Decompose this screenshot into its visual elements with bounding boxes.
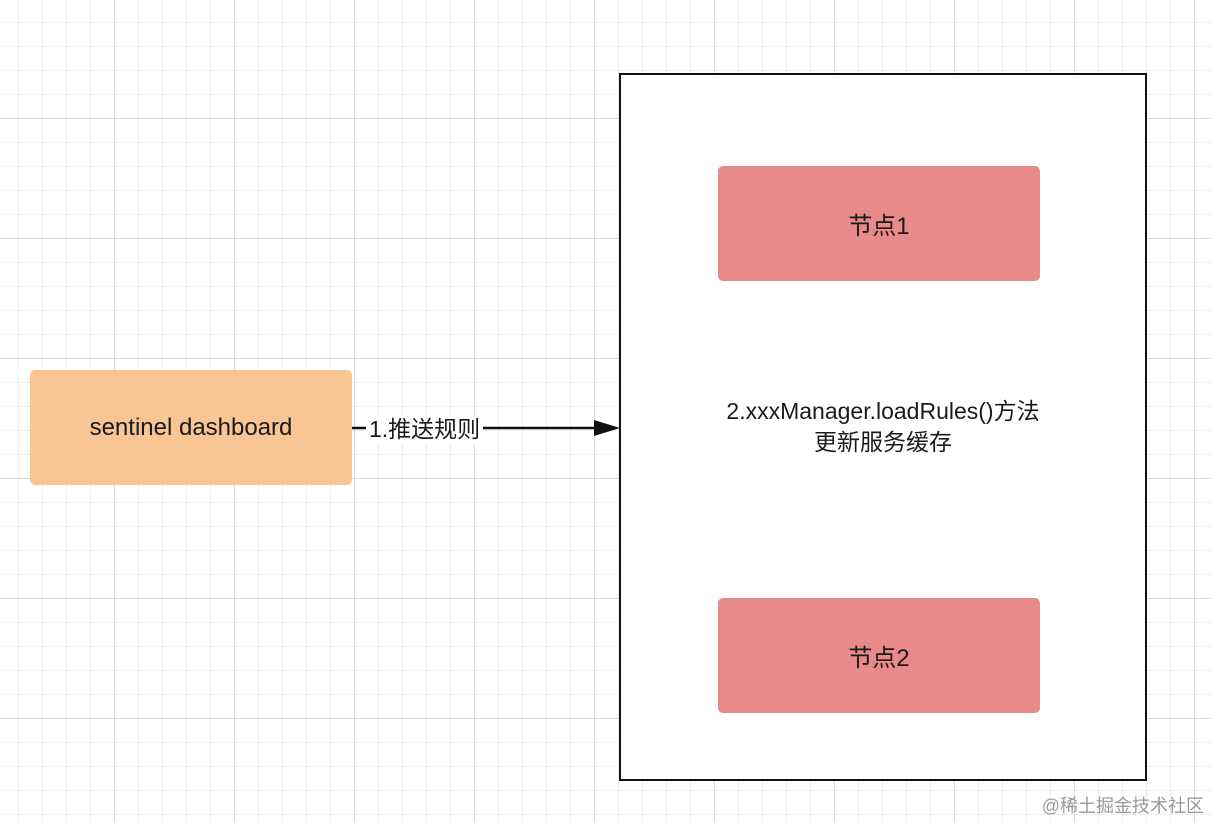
sentinel-dashboard-label: sentinel dashboard	[89, 413, 293, 441]
container-description: 2.xxxManager.loadRules()方法 更新服务缓存	[619, 396, 1147, 458]
watermark-text: @稀土掘金技术社区	[1041, 796, 1204, 816]
push-rules-label: 1.推送规则	[366, 414, 484, 444]
node-1-box[interactable]: 节点1	[718, 166, 1040, 281]
push-rules-arrowhead	[594, 420, 620, 436]
container-text-line-2: 更新服务缓存	[814, 429, 952, 455]
sentinel-dashboard-box[interactable]: sentinel dashboard	[30, 370, 352, 485]
node-2-box[interactable]: 节点2	[718, 598, 1040, 713]
node-1-label: 节点1	[848, 213, 910, 240]
node-2-label: 节点2	[848, 645, 910, 672]
container-text-line-1: 2.xxxManager.loadRules()方法	[726, 398, 1040, 424]
